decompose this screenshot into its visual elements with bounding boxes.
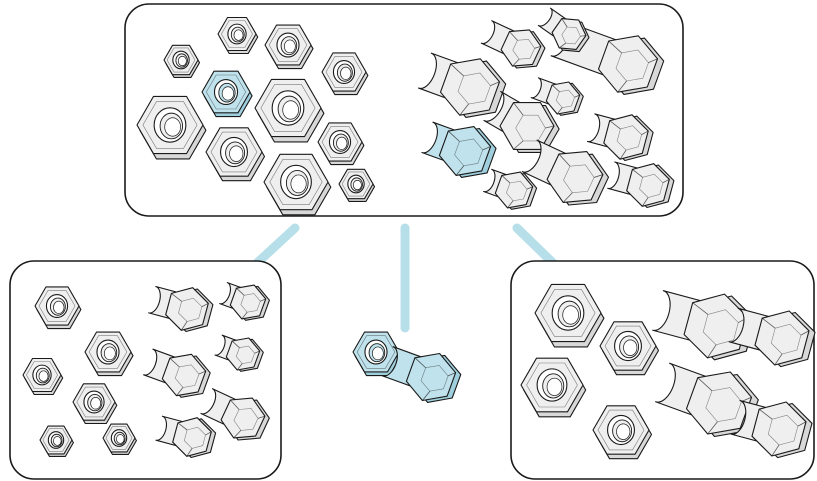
hex-nut-icon — [317, 122, 365, 166]
hex-bolt-icon — [483, 90, 560, 153]
hex-nut-icon — [39, 425, 74, 457]
hex-bolt-icon — [219, 282, 270, 321]
hex-nut-icon — [254, 78, 325, 143]
hex-bolt-icon — [655, 362, 759, 438]
hex-bolt-icon — [417, 52, 507, 118]
hex-nut-icon — [599, 321, 660, 376]
connector-line — [252, 223, 300, 268]
hex-nut-icon — [264, 24, 314, 70]
hex-nut-icon — [34, 286, 82, 330]
hex-bolt-icon — [586, 113, 654, 162]
hex-bolt-icon — [381, 346, 462, 403]
hex-nut-icon — [534, 283, 605, 348]
hex-bolt-icon — [530, 77, 584, 116]
connector-lines — [252, 223, 558, 333]
hex-nut-icon — [102, 423, 137, 455]
hex-nut-icon — [205, 127, 266, 182]
hex-bolt-icon — [537, 7, 590, 53]
hex-bolt-icon — [421, 121, 497, 178]
hex-nut-icon — [352, 331, 402, 377]
hex-bolt-icon — [214, 334, 264, 372]
hex-nut-icon — [520, 357, 587, 418]
hex-bolt-icon — [607, 161, 675, 209]
hex-bolt-icon — [483, 168, 538, 210]
hex-bolt-icon — [143, 348, 211, 398]
connector-line — [512, 223, 558, 268]
hex-nut-icon — [338, 168, 376, 202]
hex-nut-icon — [321, 52, 369, 96]
hex-bolt-icon — [728, 307, 816, 368]
hex-nut-icon — [136, 95, 207, 160]
hex-nut-icon — [263, 153, 332, 216]
hex-bolt-icon — [155, 415, 217, 459]
hex-bolt-icon — [521, 139, 610, 206]
hex-bolt-icon — [148, 285, 214, 333]
hex-bolt-icon — [200, 388, 270, 441]
hex-nut-icon — [592, 405, 653, 460]
hex-nut-icon — [217, 16, 259, 55]
hex-nut-icon — [22, 357, 64, 396]
hex-nut-icon — [72, 383, 118, 425]
hex-nut-icon — [201, 70, 253, 118]
hex-nut-icon — [163, 44, 201, 78]
hex-nut-icon — [84, 331, 134, 377]
parts — [22, 7, 816, 460]
hex-bolt-icon — [730, 400, 813, 459]
hex-bolt-icon — [480, 20, 546, 69]
hex-bolt-icon — [550, 20, 665, 95]
